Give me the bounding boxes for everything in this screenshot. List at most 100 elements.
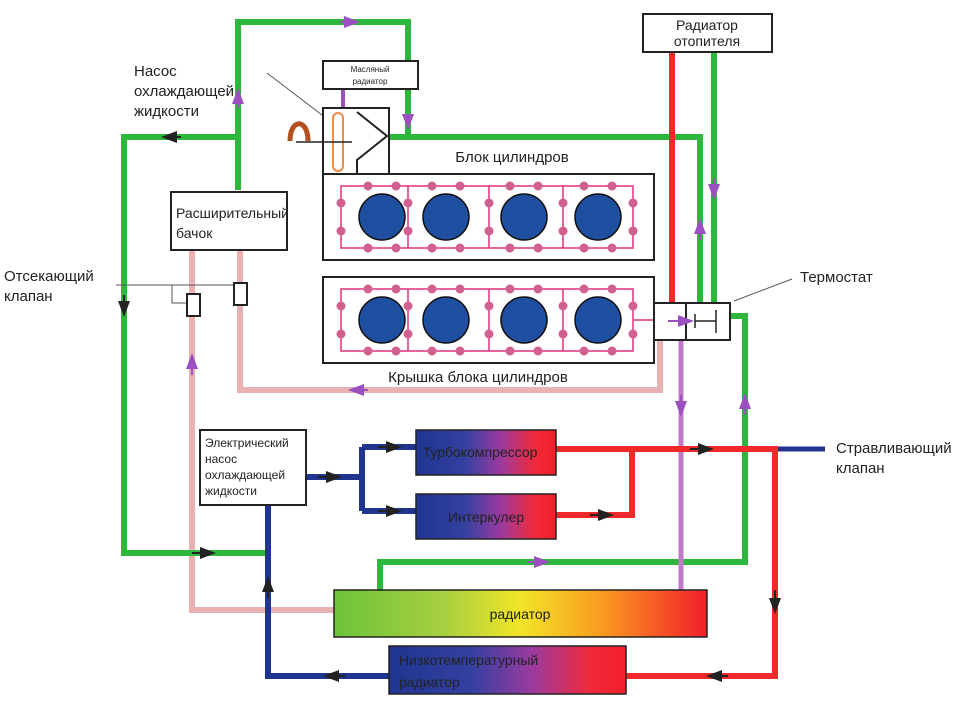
coolant-port-dot — [607, 346, 617, 356]
coolant-port-dot — [558, 226, 568, 236]
cylinder-icon — [358, 193, 406, 241]
coolant-port-dot — [363, 181, 373, 191]
oil-cooler-label-2: радиатор — [353, 77, 388, 86]
cylinder-head — [322, 276, 660, 364]
electric-pump-label-2: насос — [205, 452, 237, 466]
coolant-port-dot — [533, 181, 543, 191]
cylinder-block-label: Блок цилиндров — [455, 149, 568, 166]
cylinder-icon — [422, 296, 470, 344]
shutoff-valve-label-1: Отсекающий — [4, 268, 94, 285]
coolant-port-dot — [579, 346, 589, 356]
main-radiator-label: радиатор — [490, 606, 551, 622]
coolant-port-dot — [579, 284, 589, 294]
coolant-port-dot — [391, 243, 401, 253]
coolant-port-dot — [484, 198, 494, 208]
coolant-port-dot — [427, 346, 437, 356]
coolant-port-dot — [455, 284, 465, 294]
pump-label-3: жидкости — [134, 103, 199, 120]
coolant-port-dot — [363, 243, 373, 253]
bleed-valve-label-2: клапан — [836, 460, 885, 477]
low-temp-radiator: Низкотемпературный радиатор — [388, 645, 627, 695]
shutoff-valve — [116, 282, 248, 317]
coolant-port-dot — [628, 329, 638, 339]
flow-arrows — [118, 16, 781, 682]
coolant-port-dot — [427, 243, 437, 253]
coolant-port-dot — [505, 243, 515, 253]
electric-pump-label-1: Электрический — [205, 436, 289, 450]
pipe-turbo-out — [556, 446, 778, 679]
coolant-port-dot — [427, 181, 437, 191]
pipe-to-turbo — [359, 444, 416, 514]
shutoff-valve-icon — [186, 293, 201, 317]
pipe-return-head-to-tank — [237, 250, 663, 393]
coolant-port-dot — [336, 198, 346, 208]
intercooler-label: Интеркулер — [448, 509, 525, 525]
coolant-port-dot — [579, 181, 589, 191]
cylinder-block — [322, 173, 655, 261]
electric-pump-label-3: охлаждающей — [205, 468, 285, 482]
thermostat — [653, 278, 793, 341]
main-radiator: радиатор — [333, 589, 708, 638]
pipe-intercooler-out — [556, 449, 635, 518]
coolant-port-dot — [533, 243, 543, 253]
expansion-tank-label-1: Расширительный — [176, 205, 289, 221]
thermostat-label: Термостат — [800, 269, 873, 286]
tank-valve-icon — [233, 282, 248, 306]
pump-pulley-icon — [287, 121, 311, 142]
heater-core-label-1: Радиатор — [676, 17, 738, 33]
coolant-port-dot — [628, 301, 638, 311]
pipe-ltr-to-epump — [265, 505, 390, 679]
electric-pump: Электрический насос охлаждающей жидкости — [199, 429, 307, 506]
heater-core: Радиатор отопителя — [642, 13, 773, 53]
coolant-port-dot — [363, 284, 373, 294]
expansion-tank: Расширительный бачок — [170, 191, 289, 251]
coolant-port-dot — [403, 198, 413, 208]
cylinder-icon — [500, 193, 548, 241]
electric-pump-label-4: жидкости — [205, 484, 257, 498]
coolant-port-dot — [403, 301, 413, 311]
cylinder-icon — [574, 296, 622, 344]
heater-core-label-2: отопителя — [674, 33, 740, 49]
cylinder-icon — [358, 296, 406, 344]
low-temp-radiator-label-1: Низкотемпературный — [399, 652, 538, 668]
coolant-port-dot — [628, 198, 638, 208]
intercooler: Интеркулер — [415, 493, 557, 540]
coolant-port-dot — [336, 301, 346, 311]
oil-cooler: Масляный радиатор — [322, 60, 419, 90]
coolant-port-dot — [363, 346, 373, 356]
coolant-port-dot — [505, 284, 515, 294]
turbocharger-label: Турбокомпрессор — [423, 444, 538, 460]
coolant-port-dot — [558, 301, 568, 311]
cylinder-icon — [422, 193, 470, 241]
pump-label-2: охлаждающей — [134, 83, 234, 100]
coolant-port-dot — [558, 329, 568, 339]
coolant-port-dot — [533, 284, 543, 294]
coolant-port-dot — [579, 243, 589, 253]
coolant-port-dot — [484, 329, 494, 339]
oil-cooler-label-1: Масляный — [351, 65, 390, 74]
coolant-port-dot — [455, 181, 465, 191]
coolant-port-dot — [607, 181, 617, 191]
coolant-port-dot — [505, 346, 515, 356]
coolant-port-dot — [455, 243, 465, 253]
water-jacket — [340, 288, 634, 352]
coolant-port-dot — [403, 329, 413, 339]
coolant-port-dot — [336, 226, 346, 236]
cylinder-head-label: Крышка блока цилиндров — [388, 369, 568, 386]
coolant-port-dot — [427, 284, 437, 294]
pipe-coolant-block-to-thermostat — [388, 134, 703, 303]
coolant-port-dot — [391, 181, 401, 191]
pump-label-1: Насос — [134, 63, 177, 80]
cylinder-icon — [574, 193, 622, 241]
coolant-port-dot — [628, 226, 638, 236]
cylinder-icon — [500, 296, 548, 344]
block-cylinders — [336, 181, 638, 253]
pipe-thermostat-to-radiator — [377, 313, 748, 590]
bleed-valve-label-1: Стравливающий — [836, 440, 952, 457]
low-temp-radiator-label-2: радиатор — [399, 674, 460, 690]
coolant-port-dot — [484, 226, 494, 236]
coolant-port-dot — [607, 284, 617, 294]
coolant-port-dot — [607, 243, 617, 253]
water-jacket — [340, 185, 634, 249]
